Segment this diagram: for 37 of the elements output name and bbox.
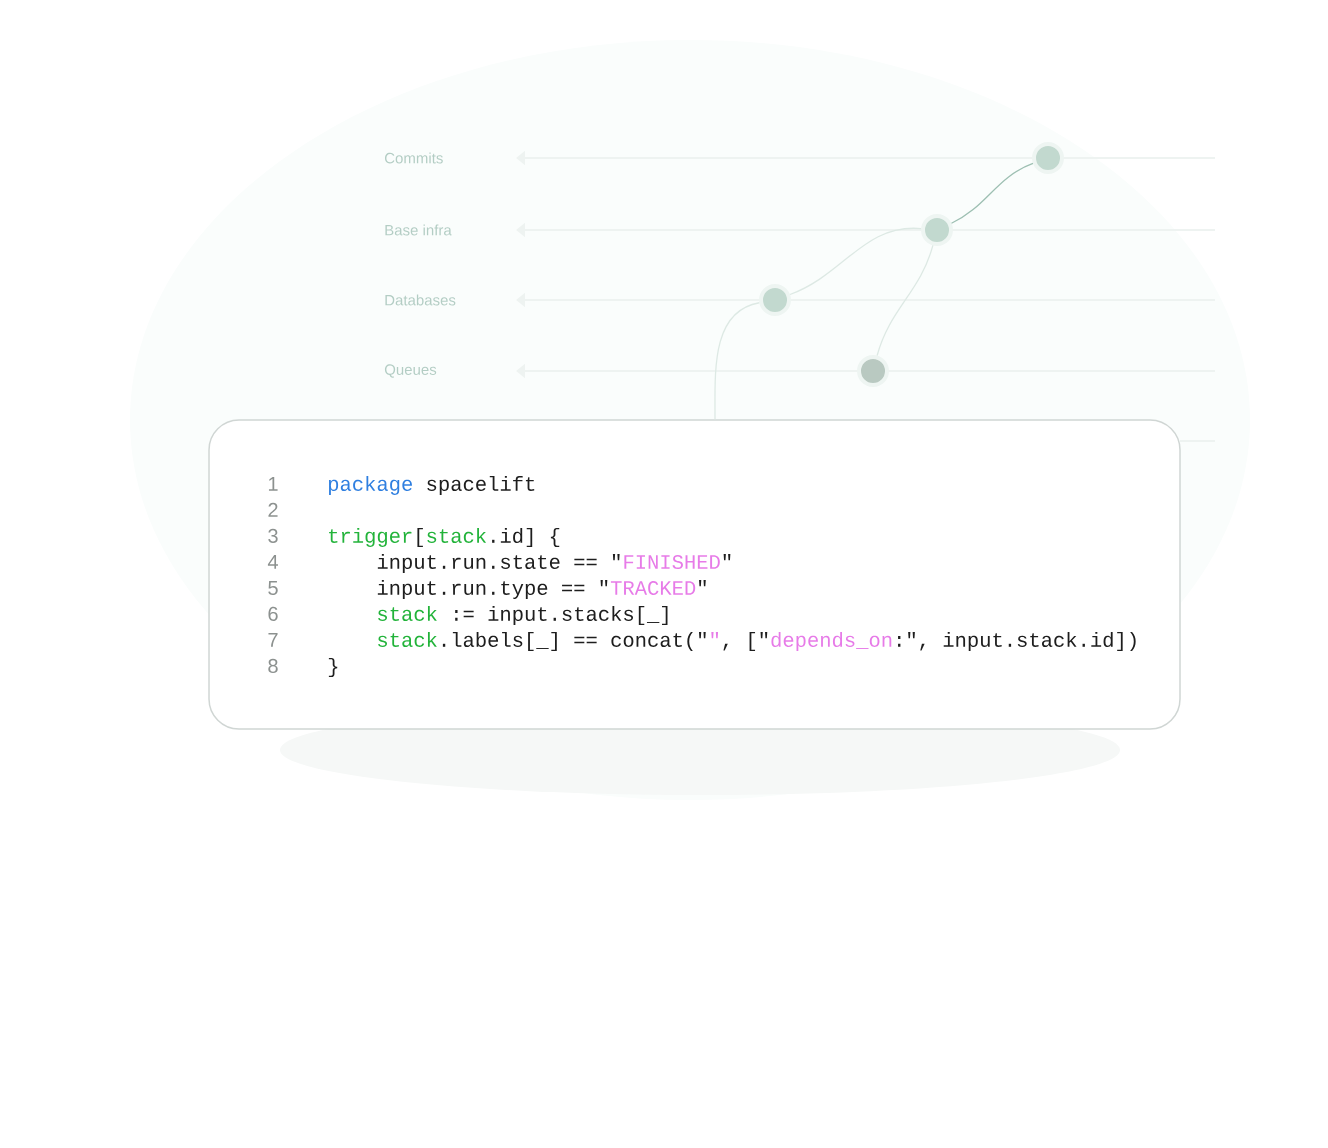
line-number: 5 <box>268 581 278 595</box>
connector-curve <box>950 162 1034 224</box>
timeline-dot <box>1032 142 1064 174</box>
lane-label: Queues <box>384 364 437 378</box>
node-label: " <box>711 631 719 639</box>
code-line: input.run.type == " TRACKED " <box>377 579 706 600</box>
line-number: 2 <box>268 502 278 517</box>
code-line: package spacelift <box>329 475 535 496</box>
line-number: 7 <box>268 633 278 647</box>
line-number: 3 <box>268 528 278 543</box>
line-number: 8 <box>268 658 278 673</box>
node-label: stack <box>427 527 487 543</box>
code-line: } <box>328 657 338 678</box>
connector-curve <box>876 244 934 357</box>
code-line: stack .labels[_] == concat(" " , [" depends_on :", input.stack.id]) <box>378 631 1136 652</box>
line-number: 4 <box>267 555 278 569</box>
lane-label: Commits <box>385 152 443 164</box>
timeline-dot <box>921 214 953 246</box>
node-label: depends_on <box>771 631 892 652</box>
node-label: trigger <box>329 527 412 548</box>
code-line: stack := input.stacks[_] <box>378 605 668 626</box>
line-number: 1 <box>268 477 278 491</box>
node-label: .labels[_] == concat(" <box>442 631 706 652</box>
lane-label: Base infra <box>385 224 452 236</box>
node-label: :", input.stack.id]) <box>898 631 1136 652</box>
lane-label: Databases <box>385 294 456 306</box>
timeline-dot <box>759 284 791 316</box>
timeline-dot <box>857 355 889 387</box>
node-label: stack <box>378 631 437 647</box>
connector-curve <box>789 227 922 296</box>
code-line: input.run.state == " FINISHED " <box>377 553 731 574</box>
node-label: [ <box>417 527 423 548</box>
node-label: .id] { <box>492 527 560 548</box>
line-number: 6 <box>268 606 278 621</box>
node-label: , [" <box>723 631 768 652</box>
code-line: trigger [ stack .id] { <box>329 527 560 548</box>
connector-curve <box>714 302 760 420</box>
